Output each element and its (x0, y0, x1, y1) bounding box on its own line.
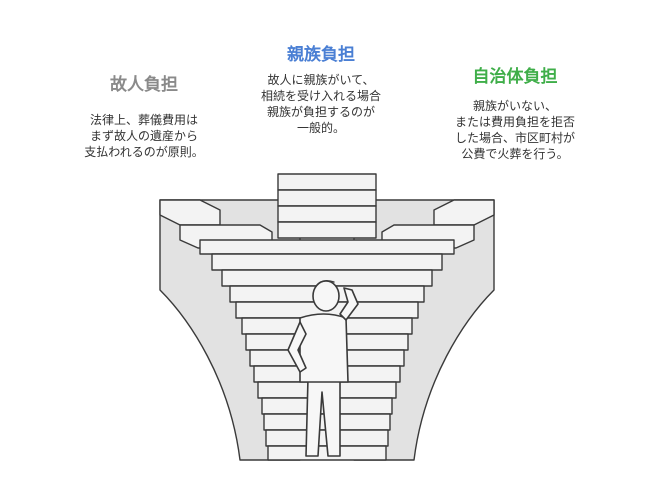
option-relatives-title: 親族負担 (287, 45, 355, 65)
option-relatives: 親族負担 故人に親族がいて、 相続を受け入れる場合 親族が負担するのが 一般的。 (226, 44, 416, 136)
option-deceased-description: 法律上、葬儀費用は まず故人の遺産から 支払われるのが原則。 (84, 113, 204, 159)
option-municipality-title: 自治体負担 (472, 67, 558, 87)
option-deceased-title: 故人負担 (110, 75, 178, 95)
option-municipality: 自治体負担 親族がいない、 または費用負担を拒否 した場合、市区町村が 公費で火… (412, 66, 618, 162)
option-deceased: 故人負担 法律上、葬儀費用は まず故人の遺産から 支払われるのが原則。 (48, 74, 240, 160)
person-scratching-head-icon (287, 279, 359, 457)
center-tower (277, 173, 377, 239)
option-municipality-description: 親族がいない、 または費用負担を拒否 した場合、市区町村が 公費で火葬を行う。 (454, 99, 575, 161)
option-relatives-description: 故人に親族がいて、 相続を受け入れる場合 親族が負担するのが 一般的。 (260, 73, 381, 135)
